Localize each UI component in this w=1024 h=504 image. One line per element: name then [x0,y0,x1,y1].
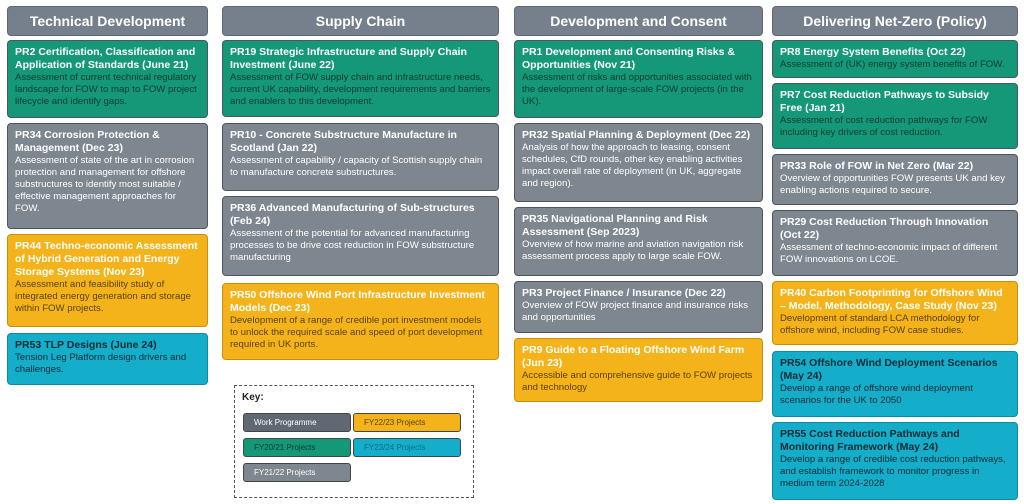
legend-label: FY22/23 Projects [364,418,426,427]
project-description: Accessible and comprehensive guide to FO… [522,370,753,393]
project-title: PR7 Cost Reduction Pathways to Subsidy F… [780,89,989,114]
legend-item-fy21-22: FY21/22 Projects [243,463,351,482]
project-title: PR32 Spatial Planning & Deployment (Dec … [522,129,751,141]
column-supply-chain: Supply Chain [222,6,499,36]
project-card-pr53[interactable]: PR53 TLP Designs (June 24) Tension Leg P… [7,333,208,385]
project-description: Assessment and feasibility study of inte… [15,279,192,314]
column-header: Delivering Net-Zero (Policy) [772,6,1018,36]
legend-item-fy22-23: FY22/23 Projects [353,413,461,432]
project-description: Assessment of current technical regulato… [15,72,197,107]
project-card-pr1[interactable]: PR1 Development and Consenting Risks & O… [514,40,763,118]
project-description: Assessment of (UK) energy system benefit… [780,59,1005,70]
project-card-pr44[interactable]: PR44 Techno-economic Assessment of Hybri… [7,234,208,327]
project-title: PR34 Corrosion Protection & Management (… [15,129,160,154]
project-title: PR53 TLP Designs (June 24) [15,339,157,351]
project-card-pr35[interactable]: PR35 Navigational Planning and Risk Asse… [514,207,763,276]
project-title: PR9 Guide to a Floating Offshore Wind Fa… [522,344,745,369]
project-description: Overview of how marine and aviation navi… [522,239,744,262]
column-development-and-consent: Development and Consent [514,6,763,36]
project-description: Develop a range of credible cost reducti… [780,454,1006,489]
project-card-pr54[interactable]: PR54 Offshore Wind Deployment Scenarios … [772,351,1018,417]
column-header: Supply Chain [222,6,499,36]
column-header: Technical Development [7,6,208,36]
project-description: Assessment of state of the art in corros… [15,155,195,214]
project-card-pr50[interactable]: PR50 Offshore Wind Port Infrastructure I… [222,283,499,360]
project-title: PR50 Offshore Wind Port Infrastructure I… [230,289,485,314]
project-title: PR54 Offshore Wind Deployment Scenarios … [780,357,998,382]
project-description: Overview of opportunities FOW presents U… [780,173,1006,196]
project-description: Tension Leg Platform design drivers and … [15,352,187,375]
project-card-pr3[interactable]: PR3 Project Finance / Insurance (Dec 22)… [514,281,763,333]
project-card-pr55[interactable]: PR55 Cost Reduction Pathways and Monitor… [772,422,1018,500]
project-card-pr9[interactable]: PR9 Guide to a Floating Offshore Wind Fa… [514,338,763,402]
project-description: Analysis of how the approach to leasing,… [522,142,743,189]
project-card-pr29[interactable]: PR29 Cost Reduction Through Innovation (… [772,210,1018,276]
project-description: Overview of FOW project finance and insu… [522,300,749,323]
project-description: Assessment of techno-economic impact of … [780,242,998,265]
column-header: Development and Consent [514,6,763,36]
project-title: PR55 Cost Reduction Pathways and Monitor… [780,428,960,453]
project-card-pr40[interactable]: PR40 Carbon Footprinting for Offshore Wi… [772,281,1018,345]
project-title: PR19 Strategic Infrastructure and Supply… [230,46,467,71]
project-title: PR8 Energy System Benefits (Oct 22) [780,46,966,58]
project-title: PR33 Role of FOW in Net Zero (Mar 22) [780,160,974,172]
project-card-pr7[interactable]: PR7 Cost Reduction Pathways to Subsidy F… [772,83,1018,149]
project-title: PR40 Carbon Footprinting for Offshore Wi… [780,287,1003,312]
project-title: PR1 Development and Consenting Risks & O… [522,46,735,71]
legend-item-fy23-24: FY23/24 Projects [353,438,461,457]
legend-item-fy20-21: FY20/21 Projects [243,438,351,457]
project-title: PR2 Certification, Classification and Ap… [15,46,196,71]
project-description: Development of standard LCA methodology … [780,313,980,336]
legend-label: Work Programme [254,418,317,427]
project-description: Assessment of FOW supply chain and infra… [230,72,491,107]
project-description: Develop a range of offshore wind deploym… [780,383,973,406]
project-card-pr36[interactable]: PR36 Advanced Manufacturing of Sub-struc… [222,196,499,276]
project-card-pr2[interactable]: PR2 Certification, Classification and Ap… [7,40,208,118]
project-description: Assessment of the potential for advanced… [230,228,475,263]
project-title: PR44 Techno-economic Assessment of Hybri… [15,240,198,278]
column-delivering-net-zero: Delivering Net-Zero (Policy) [772,6,1018,36]
project-title: PR29 Cost Reduction Through Innovation (… [780,216,989,241]
project-card-pr19[interactable]: PR19 Strategic Infrastructure and Supply… [222,40,499,117]
project-card-pr8[interactable]: PR8 Energy System Benefits (Oct 22) Asse… [772,40,1018,78]
column-technical-development: Technical Development [7,6,208,36]
project-card-pr32[interactable]: PR32 Spatial Planning & Deployment (Dec … [514,123,763,202]
legend-label: FY20/21 Projects [254,443,316,452]
legend-item-work-programme: Work Programme [243,413,351,432]
project-title: PR3 Project Finance / Insurance (Dec 22) [522,287,726,299]
project-description: Assessment of risks and opportunities as… [522,72,752,107]
legend-label: FY23/24 Projects [364,443,426,452]
project-title: PR35 Navigational Planning and Risk Asse… [522,213,708,238]
project-card-pr34[interactable]: PR34 Corrosion Protection & Management (… [7,123,208,229]
project-title: PR36 Advanced Manufacturing of Sub-struc… [230,202,475,227]
project-title: PR10 - Concrete Substructure Manufacture… [230,129,457,154]
project-description: Development of a range of credible port … [230,315,483,350]
legend-key: Key: Work Programme FY22/23 Projects FY2… [234,385,474,498]
project-description: Assessment of capability / capacity of S… [230,155,483,178]
project-description: Assessment of cost reduction pathways fo… [780,115,988,138]
project-card-pr33[interactable]: PR33 Role of FOW in Net Zero (Mar 22) Ov… [772,154,1018,205]
legend-label: FY21/22 Projects [254,468,316,477]
legend-title: Key: [242,392,264,403]
project-card-pr10[interactable]: PR10 - Concrete Substructure Manufacture… [222,123,499,191]
